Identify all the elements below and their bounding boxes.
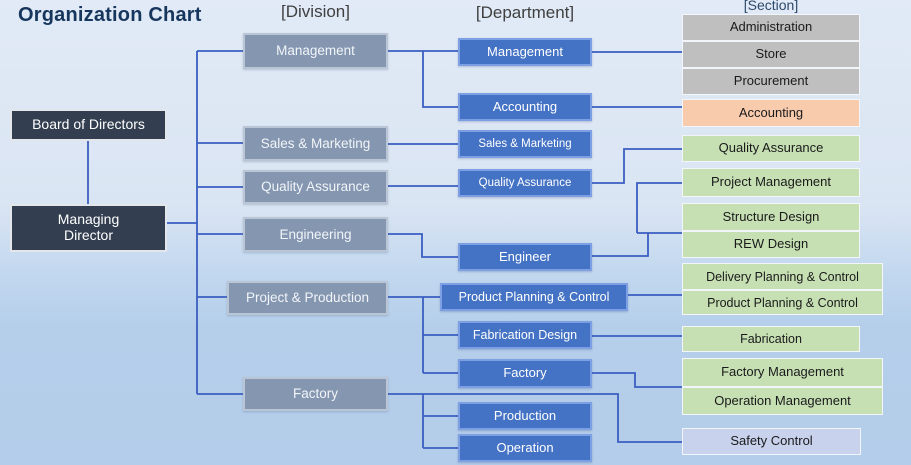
node-label: Factory Management <box>721 364 844 380</box>
node-label: Quality Assurance <box>478 176 572 189</box>
section-product-planning-control: Product Planning & Control <box>682 290 883 315</box>
division-sales-marketing: Sales & Marketing <box>243 126 388 161</box>
node-label: Engineer <box>498 248 552 264</box>
division-project-production: Project & Production <box>227 281 388 315</box>
division-engineering: Engineering <box>243 217 388 252</box>
node-label: Project & Production <box>245 290 370 306</box>
node-label: Operation <box>496 439 554 455</box>
department-operation: Operation <box>458 434 592 462</box>
column-header-department: [Department] <box>475 3 575 22</box>
node-label: Managing Director <box>57 211 120 243</box>
column-header-section: [Section] <box>743 0 799 13</box>
department-accounting: Accounting <box>458 93 592 121</box>
section-rew-design: REW Design <box>682 231 860 258</box>
node-label: Production <box>493 407 557 423</box>
page-title: Organization Chart <box>18 4 202 26</box>
division-management: Management <box>243 33 388 69</box>
node-label: Administration <box>729 19 813 35</box>
node-label: Procurement <box>733 73 809 89</box>
section-store: Store <box>682 41 860 68</box>
node-label: Factory <box>503 365 547 381</box>
department-sales-marketing: Sales & Marketing <box>458 130 592 158</box>
node-label: Product Planning & Control <box>458 290 610 304</box>
node-label: Project Management <box>711 174 831 190</box>
node-label: Accounting <box>738 104 804 120</box>
department-factory: Factory <box>458 359 592 388</box>
node-label: Structure Design <box>722 208 820 224</box>
section-factory-management: Factory Management <box>682 358 883 387</box>
node-label: Board of Directors <box>32 116 145 133</box>
node-label: Accounting <box>492 98 558 114</box>
node-label: Engineering <box>279 226 352 242</box>
node-label: Delivery Planning & Control <box>706 269 859 284</box>
section-operation-management: Operation Management <box>682 387 883 415</box>
section-project-management: Project Management <box>682 168 860 197</box>
node-label: Sales & Marketing <box>260 135 371 151</box>
node-label: Product Planning & Control <box>707 295 858 310</box>
node-label: Operation Management <box>714 392 851 408</box>
node-label: REW Design <box>733 236 809 252</box>
department-product-planning-control: Product Planning & Control <box>440 283 628 311</box>
node-label: Fabrication Design <box>472 328 578 342</box>
division-factory: Factory <box>243 377 388 411</box>
section-procurement: Procurement <box>682 68 860 95</box>
section-fabrication: Fabrication <box>682 326 860 352</box>
department-fabrication-design: Fabrication Design <box>458 321 592 349</box>
node-label: Fabrication <box>740 332 802 346</box>
node-label: Management <box>276 43 355 59</box>
node-label: Management <box>487 43 563 59</box>
section-accounting: Accounting <box>682 99 860 127</box>
node-label: Quality Assurance <box>718 140 824 156</box>
node-label: Sales & Marketing <box>478 137 572 150</box>
section-safety-control: Safety Control <box>682 428 861 455</box>
column-header-division: [Division] <box>281 2 350 21</box>
node-label: Factory <box>292 386 338 402</box>
department-management: Management <box>458 38 592 66</box>
node-label: Store <box>755 46 787 62</box>
department-engineer: Engineer <box>458 243 592 271</box>
division-quality-assurance: Quality Assurance <box>243 170 388 204</box>
section-quality-assurance: Quality Assurance <box>682 135 860 162</box>
department-quality-assurance: Quality Assurance <box>458 169 592 197</box>
section-administration: Administration <box>682 14 860 41</box>
section-delivery-planning-control: Delivery Planning & Control <box>682 263 883 290</box>
node-label: Quality Assurance <box>261 179 370 195</box>
department-production: Production <box>458 402 592 430</box>
section-structure-design: Structure Design <box>682 203 860 231</box>
node-board-of-directors: Board of Directors <box>10 109 167 141</box>
node-managing-director: Managing Director <box>10 204 167 252</box>
node-label: Safety Control <box>730 433 813 449</box>
